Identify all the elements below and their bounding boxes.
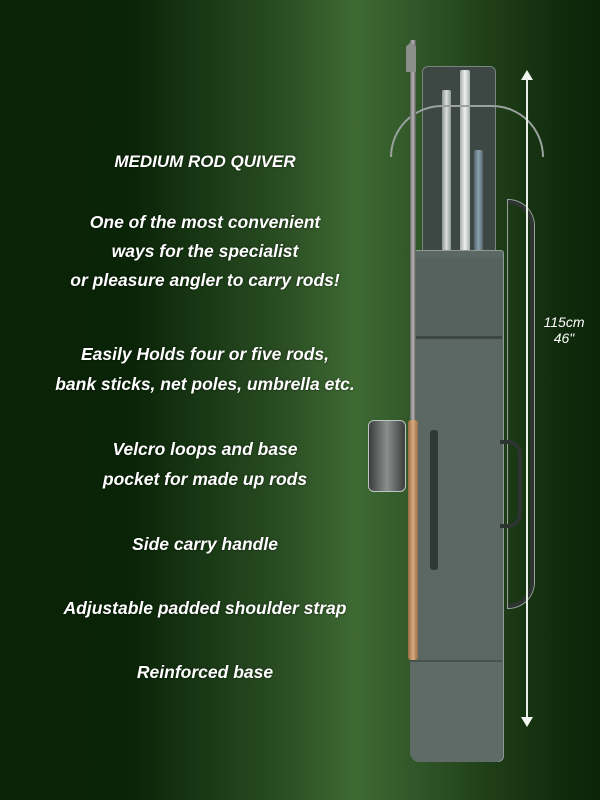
arrow-down-icon (521, 717, 533, 727)
feature-reinforced-base: Reinforced base (136, 662, 274, 682)
rod-quiver-image (360, 30, 560, 770)
length-imperial: 46" (553, 330, 575, 346)
tagline-line-1: One of the most convenient (89, 212, 321, 232)
bank-stick (442, 90, 451, 290)
length-label: 115cm 46" (528, 314, 600, 346)
fishing-reel (368, 420, 406, 492)
net-pole (460, 70, 470, 290)
feature-shoulder-strap: Adjustable padded shoulder strap (63, 598, 347, 618)
length-metric: 115cm (543, 314, 585, 330)
feature-velcro-line-1: Velcro loops and base (112, 439, 298, 459)
measurement-line (526, 78, 528, 720)
arrow-up-icon (521, 70, 533, 80)
umbrella-pole (474, 150, 483, 290)
tagline-line-3: or pleasure angler to carry rods! (70, 270, 340, 290)
base-pocket (410, 660, 502, 762)
fishing-rod (410, 40, 416, 660)
feature-capacity-line-2: bank sticks, net poles, umbrella etc. (55, 374, 355, 394)
side-carry-handle (500, 440, 522, 528)
cork-rod-handle (408, 420, 418, 660)
feature-capacity-line-1: Easily Holds four or five rods, (81, 344, 329, 364)
feature-carry-handle: Side carry handle (132, 534, 278, 554)
rod-tip (406, 42, 416, 72)
product-title: MEDIUM ROD QUIVER (114, 152, 296, 171)
product-description: MEDIUM ROD QUIVER One of the most conven… (55, 152, 355, 682)
bag-top-pocket (412, 258, 502, 339)
velcro-loop-strip (430, 430, 438, 570)
bag-top-flap (422, 66, 496, 268)
tagline-line-2: ways for the specialist (111, 241, 299, 261)
feature-velcro-line-2: pocket for made up rods (102, 469, 308, 489)
shoulder-strap (508, 200, 534, 608)
